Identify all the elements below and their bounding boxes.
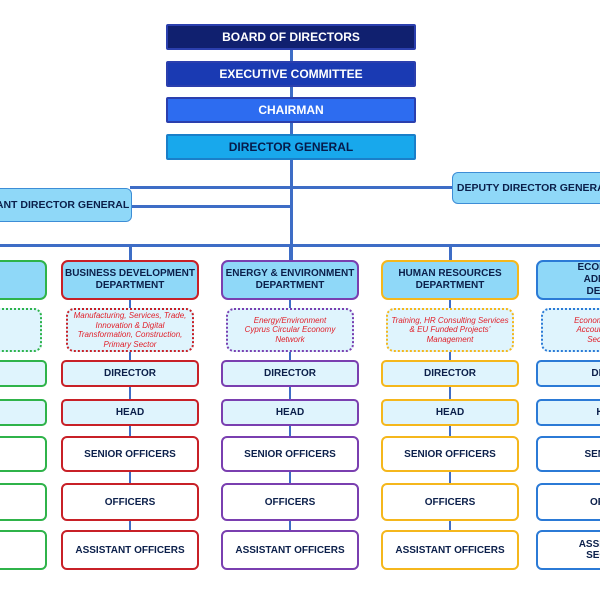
senior-officers-box: SENIOR OFFICERS [381, 436, 519, 472]
senior-officers-box: SENIOR OFFICERS [61, 436, 199, 472]
assistant-officers-box: ASSISTANT OFFICERS [61, 530, 199, 570]
senior-officers-label: SENIOR OFFICERS [244, 448, 336, 460]
officers-label: OFFICERS [264, 496, 316, 508]
director-box: DIRECTOR [221, 360, 359, 387]
senior-officers-box: SENIO… [536, 436, 600, 472]
director-label: DIRECTOR [103, 368, 157, 379]
board-of-directors-box: BOARD OF DIRECTORS [166, 24, 416, 50]
sectors-label: Economic Stud… Accounting, A… Secreta… [574, 315, 600, 344]
department-title-box: ENERGY & ENVIRONMENT DEPARTMENT [221, 260, 359, 300]
head-box: HEAD [221, 399, 359, 426]
department-connector-line [449, 387, 451, 399]
sectors-box: Economic Stud… Accounting, A… Secreta… [541, 308, 600, 352]
department-connector-line [129, 300, 131, 308]
department-title-box: ECONOM… ADMIN… DEPA… [536, 260, 600, 300]
officers-label: OFF… [590, 496, 600, 508]
department-connector-line [289, 352, 291, 360]
department-title-label: BUSINESS DEVELOPMENT DEPARTMENT [64, 268, 196, 291]
head-box: … [0, 399, 47, 426]
officers-box: … [0, 483, 47, 521]
department-connector-line [289, 426, 291, 436]
director-box: DIRECTOR [61, 360, 199, 387]
officers-label: OFFICERS [104, 496, 156, 508]
department-connector-line [129, 472, 131, 483]
department-drop-line [289, 244, 292, 260]
officers-box: OFFICERS [381, 483, 519, 521]
senior-officers-box: SENIOR OFFICERS [221, 436, 359, 472]
assistant-officers-label: ASSISTANT OFFICERS [235, 544, 345, 556]
department-connector-line [289, 300, 291, 308]
sectors-box: Training, HR Consulting Services & EU Fu… [386, 308, 514, 352]
officers-box: OFFICERS [61, 483, 199, 521]
officers-box: OFF… [536, 483, 600, 521]
director-label: DIR… [591, 368, 600, 379]
chairman-box: CHAIRMAN [166, 97, 416, 123]
head-label: HEAD [275, 407, 305, 418]
senior-officers-label: SENIOR OFFICERS [84, 448, 176, 460]
senior-officers-label: SENIOR OFFICERS [404, 448, 496, 460]
assistant-director-general-box: ASSISTANT DIRECTOR GENERAL [0, 188, 132, 222]
assistant-officers-label: ASSISTANT OFFICERS [395, 544, 505, 556]
department-connector-line [129, 521, 131, 530]
department-title-label: HUMAN RESOURCES DEPARTMENT [398, 268, 502, 291]
executive-committee-box: EXECUTIVE COMMITTEE [166, 61, 416, 87]
lower-branch-line [130, 205, 292, 208]
department-bus-line [0, 244, 600, 247]
assistant-officers-box: ASSISTANT OFFICERS [381, 530, 519, 570]
department-connector-line [449, 300, 451, 308]
sectors-label: Training, HR Consulting Services & EU Fu… [391, 315, 509, 344]
sectors-box: Energy/Environment Cyprus Circular Econo… [226, 308, 354, 352]
assistant-officers-box: ASSISTANT OFFICERS [221, 530, 359, 570]
director-box: … [0, 360, 47, 387]
head-box: H… [536, 399, 600, 426]
director-box: DIRECTOR [381, 360, 519, 387]
sectors-box: Manufacturing, Services, Trade, Innovati… [66, 308, 194, 352]
officers-box: OFFICERS [221, 483, 359, 521]
head-label: H… [596, 407, 600, 418]
director-box: DIR… [536, 360, 600, 387]
department-connector-line [289, 387, 291, 399]
director-label: DIRECTOR [263, 368, 317, 379]
senior-officers-label: SENIO… [584, 448, 600, 460]
department-connector-line [129, 352, 131, 360]
department-title-box: HUMAN RESOURCES DEPARTMENT [381, 260, 519, 300]
department-title-box: BUSINESS DEVELOPMENT DEPARTMENT [61, 260, 199, 300]
department-connector-line [289, 472, 291, 483]
deputy-director-general-box: DEPUTY DIRECTOR GENERAL [452, 172, 600, 204]
director-label: DIRECTOR [423, 368, 477, 379]
assistant-officers-box: …RS [0, 530, 47, 570]
department-connector-line [449, 426, 451, 436]
assistant-officers-box: ASSISTA… SECR… [536, 530, 600, 570]
head-box: HEAD [61, 399, 199, 426]
department-title-label: ECONOM… ADMIN… DEPA… [577, 262, 600, 297]
department-drop-line [129, 244, 132, 260]
assistant-officers-label: ASSISTA… SECR… [578, 539, 600, 561]
department-title-box: …TIONS …CY …T [0, 260, 47, 300]
department-connector-line [449, 352, 451, 360]
head-label: HEAD [435, 407, 465, 418]
sectors-label: Energy/Environment Cyprus Circular Econo… [244, 315, 336, 344]
senior-officers-box: …RS [0, 436, 47, 472]
upper-branch-line [130, 186, 452, 189]
department-connector-line [449, 472, 451, 483]
head-label: HEAD [115, 407, 145, 418]
assistant-officers-label: ASSISTANT OFFICERS [75, 544, 185, 556]
officers-label: OFFICERS [424, 496, 476, 508]
department-connector-line [129, 387, 131, 399]
sectors-label: Manufacturing, Services, Trade, Innovati… [73, 311, 187, 349]
department-connector-line [129, 426, 131, 436]
director-general-box: DIRECTOR GENERAL [166, 134, 416, 160]
department-title-label: ENERGY & ENVIRONMENT DEPARTMENT [225, 268, 355, 291]
department-connector-line [289, 521, 291, 530]
department-connector-line [449, 521, 451, 530]
sectors-box: …ment, …& Safety [0, 308, 42, 352]
head-box: HEAD [381, 399, 519, 426]
department-drop-line [449, 244, 452, 260]
